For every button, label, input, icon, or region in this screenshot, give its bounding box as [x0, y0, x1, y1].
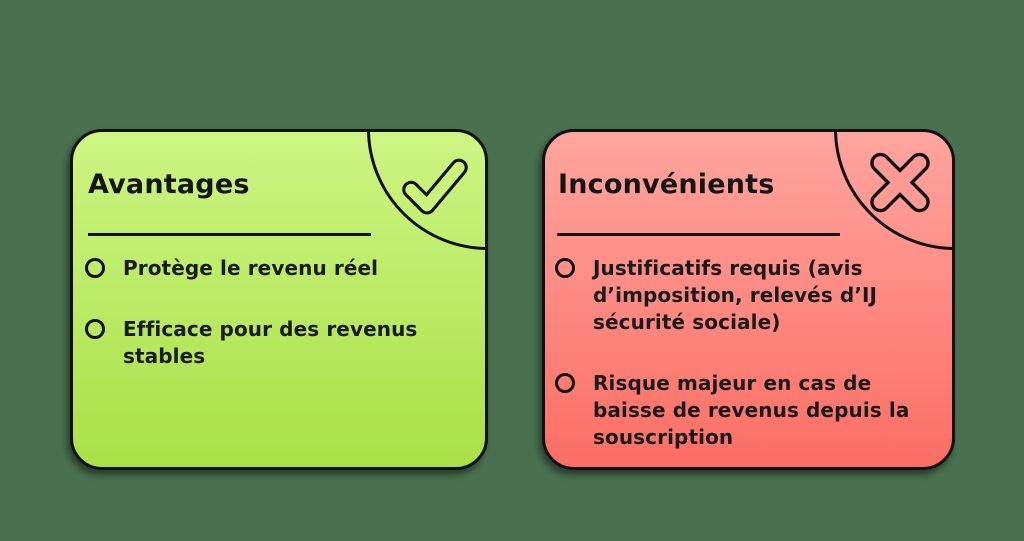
list-item-text: Risque majeur en cas de baisse de revenu… — [593, 371, 910, 449]
list-item-text: Justificatifs requis (avis d’imposition,… — [593, 256, 878, 334]
check-icon — [402, 158, 468, 215]
bullet-ring-icon — [85, 319, 105, 339]
bullet-ring-icon — [555, 373, 575, 393]
bullet-ring-icon — [85, 258, 105, 278]
title-underline — [88, 233, 371, 236]
list-item-text: Protège le revenu réel — [123, 256, 379, 280]
advantages-card: Avantages Protège le revenu réel Efficac… — [70, 129, 488, 470]
disadvantages-title: Inconvénients — [558, 169, 775, 200]
list-item: Risque majeur en cas de baisse de revenu… — [555, 370, 909, 451]
bullet-ring-icon — [555, 258, 575, 278]
list-item-text: Efficace pour des revenus stables — [123, 317, 418, 368]
list-item: Protège le revenu réel — [85, 255, 378, 282]
list-item: Efficace pour des revenus stables — [85, 316, 417, 370]
list-item: Justificatifs requis (avis d’imposition,… — [555, 255, 877, 336]
title-underline — [557, 233, 840, 236]
advantages-title: Avantages — [88, 169, 250, 200]
cross-icon — [870, 152, 930, 213]
disadvantages-card: Inconvénients Justificatifs requis (avis… — [542, 129, 955, 470]
